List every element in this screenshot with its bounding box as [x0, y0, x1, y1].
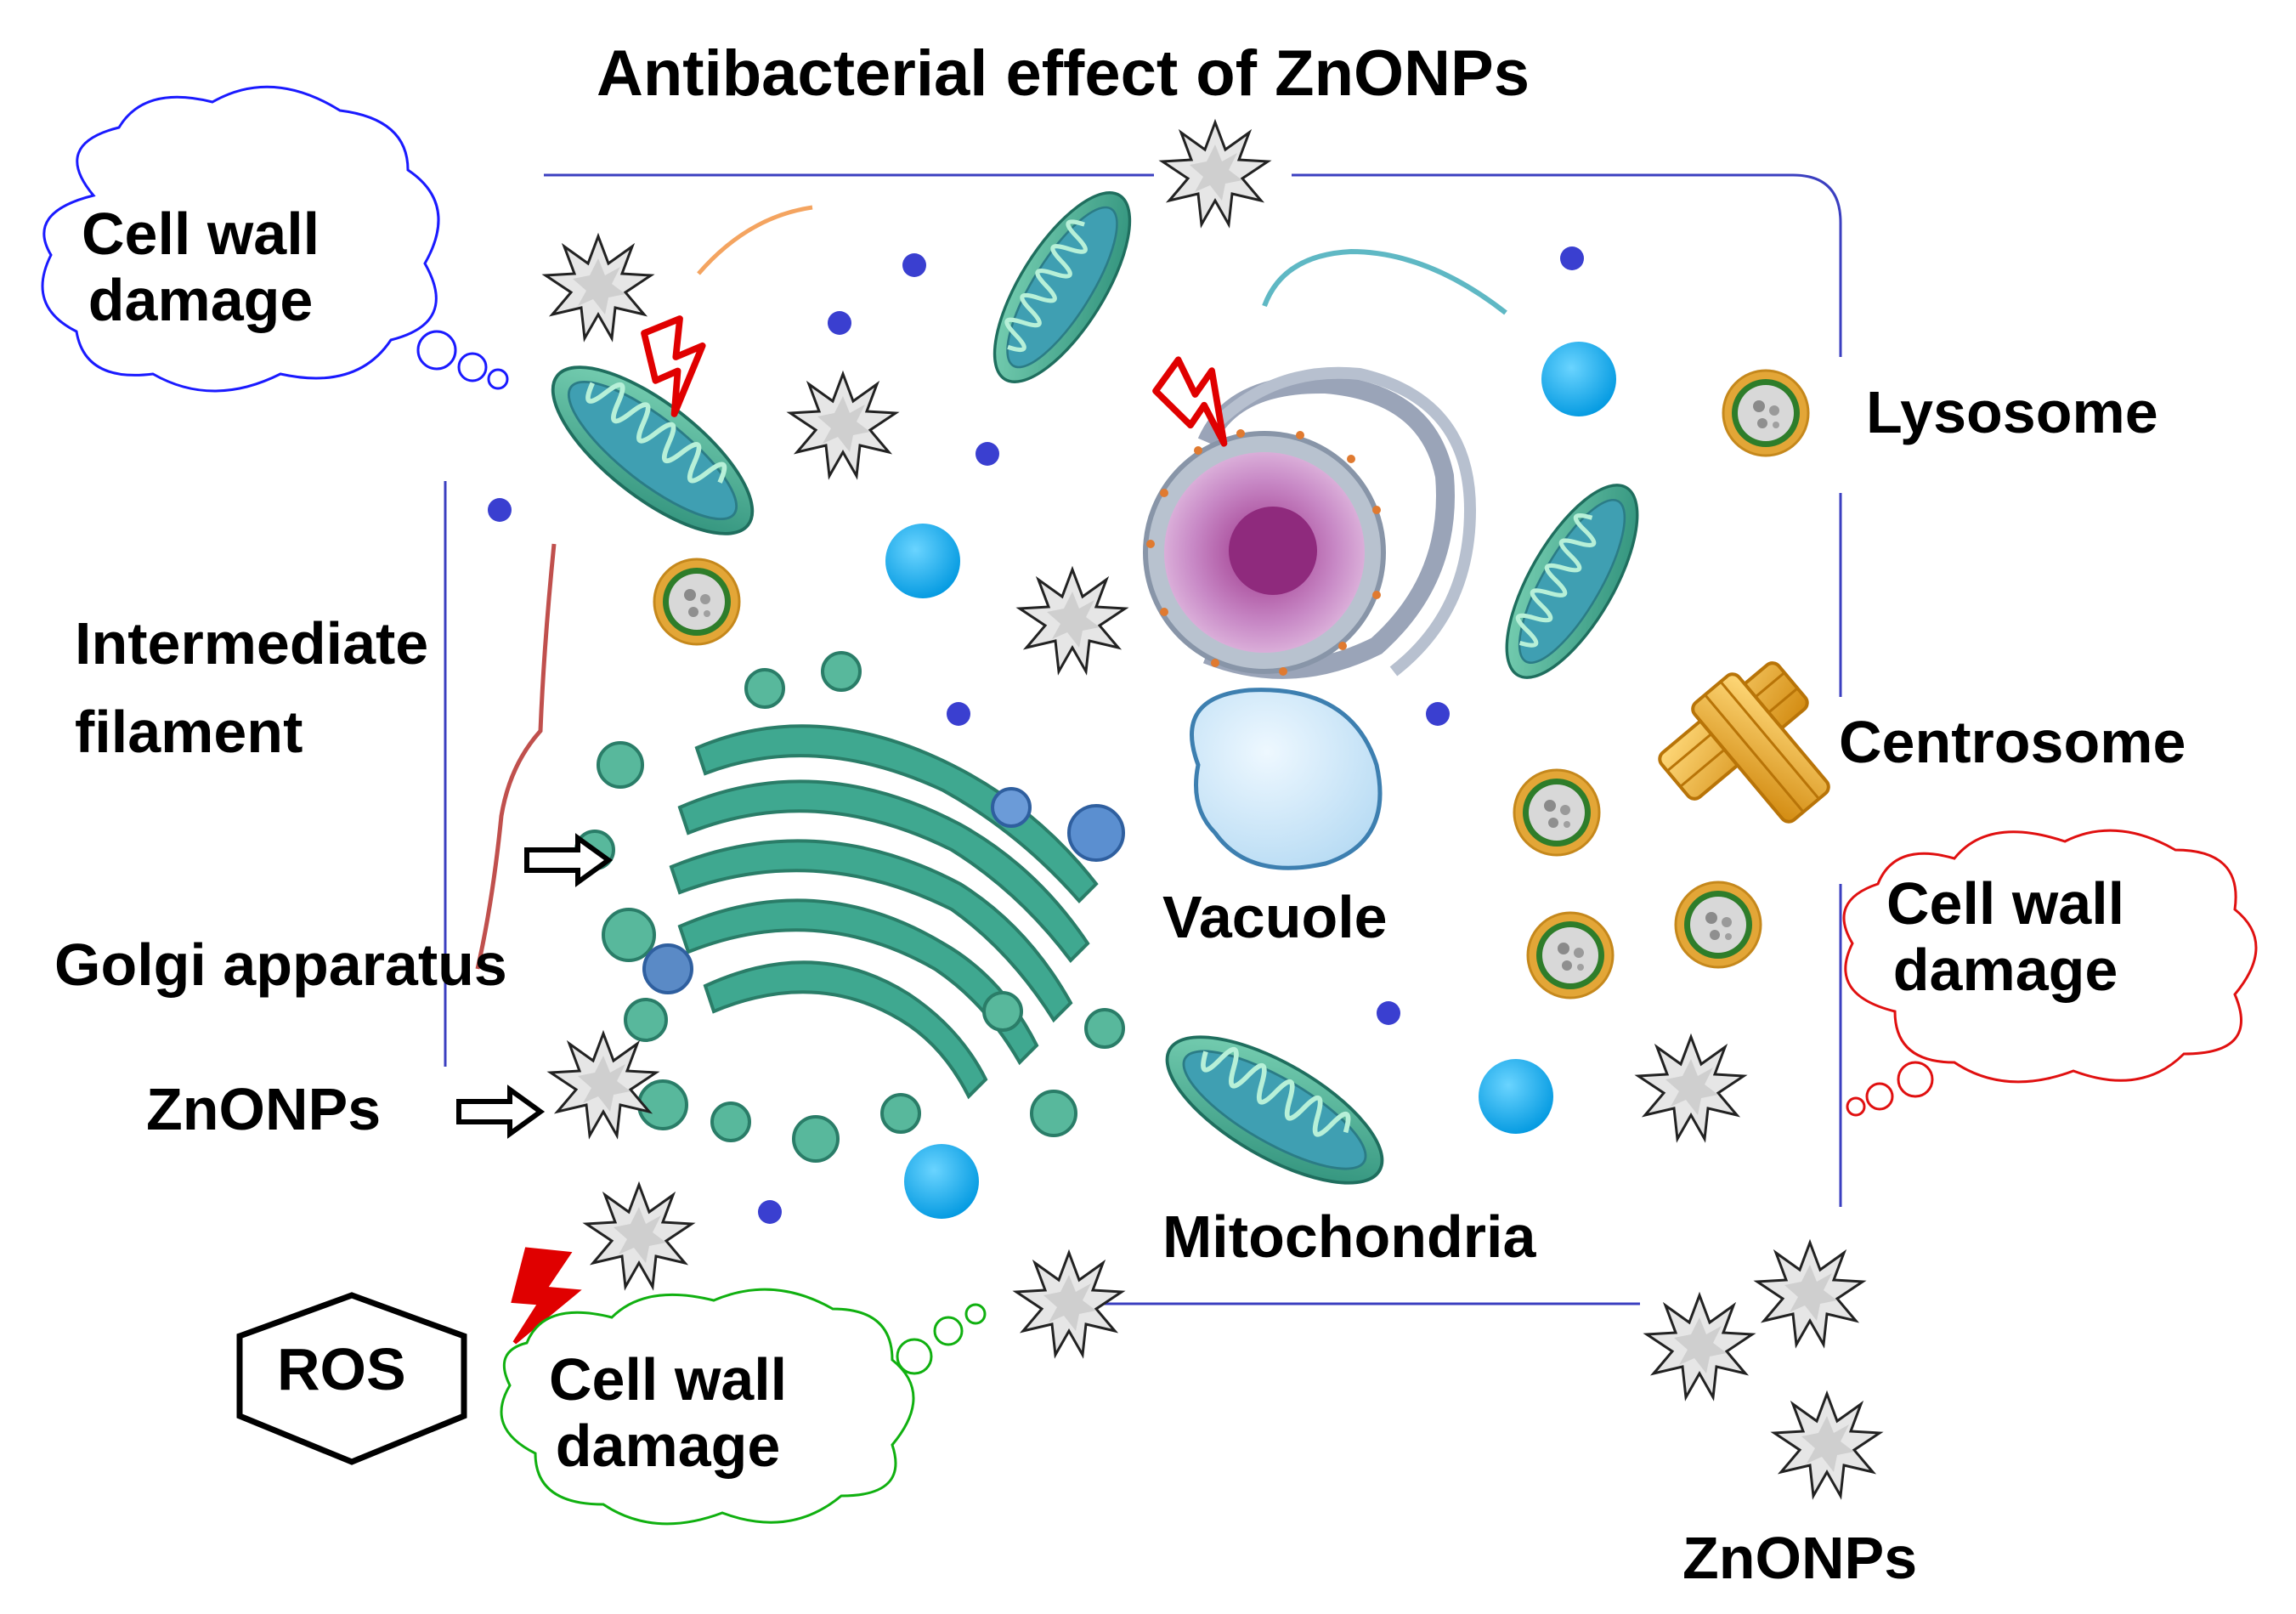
teal-arc: [1262, 248, 1507, 315]
zno-nanoparticle-11: [1773, 1392, 1881, 1498]
intermediate-filament: [475, 543, 557, 970]
centrosome: [1658, 661, 1830, 824]
zno-nanoparticle-9: [1756, 1241, 1864, 1346]
nucleus: [1143, 366, 1477, 679]
zno-nanoparticle-6: [585, 1183, 693, 1288]
lysosome-3: [1513, 768, 1601, 857]
cloud-top-left: [41, 85, 509, 393]
lysosome-2: [1722, 369, 1810, 457]
zno-nanoparticle-10: [1645, 1294, 1754, 1399]
blue-dots: [488, 246, 1584, 1224]
mitochondrion-right: [1482, 467, 1663, 696]
zno-nanoparticle-1: [1161, 121, 1270, 226]
lysosome-1: [653, 558, 741, 646]
cloud-bottom: [500, 1288, 987, 1526]
ros-hexagon: [236, 1292, 467, 1465]
zno-nanoparticle-5: [549, 1032, 658, 1137]
cloud-right: [1842, 829, 2258, 1117]
zno-nanoparticle-8: [1637, 1035, 1745, 1141]
arrow-znonps: [459, 1090, 540, 1134]
golgi-apparatus: [574, 651, 1125, 1163]
large-vacuole: [1190, 688, 1383, 870]
zno-nanoparticle-7: [1015, 1251, 1123, 1356]
orange-arc: [697, 205, 813, 275]
zno-nanoparticle-2: [544, 235, 653, 340]
lysosome-4: [1526, 911, 1615, 1000]
small-vacuoles: [885, 342, 1616, 1219]
zno-nanoparticle-3: [789, 372, 897, 478]
mitochondrion-top: [970, 173, 1156, 402]
mitochondrion-bottom: [1146, 1009, 1403, 1211]
cell-membrane: [444, 173, 1842, 1305]
lysosome-5: [1674, 881, 1762, 969]
zno-nanoparticle-4: [1018, 568, 1127, 673]
